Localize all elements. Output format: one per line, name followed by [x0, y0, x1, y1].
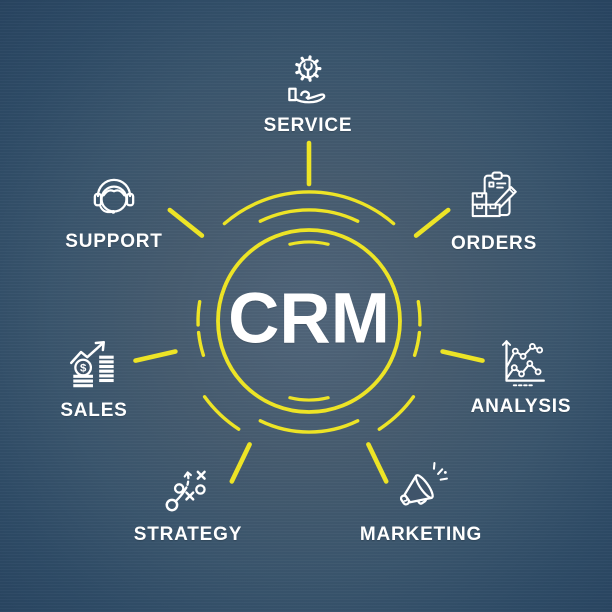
node-label: STRATEGY [133, 524, 243, 545]
spoke-support [167, 207, 205, 238]
gear-wrench-hand-icon [288, 55, 326, 104]
line-chart-icon [501, 340, 545, 387]
hub-inner-arcs [288, 240, 330, 402]
node-support: SUPPORT [29, 168, 199, 253]
hub-outer-arcs [202, 190, 416, 431]
megaphone-icon [399, 462, 448, 506]
hub-circle [216, 228, 402, 414]
spoke-strategy [229, 442, 252, 484]
spoke-lines [133, 140, 485, 484]
spoke-marketing [366, 442, 389, 484]
headset-agent-icon [93, 178, 135, 214]
node-label: ANALYSIS [470, 396, 572, 417]
node-marketing: MARKETING [336, 461, 506, 546]
spoke-orders [413, 207, 451, 238]
node-analysis: ANALYSIS [436, 333, 606, 418]
spoke-sales [133, 349, 178, 363]
svg-text:$: $ [80, 363, 87, 375]
node-strategy: STRATEGY [103, 461, 273, 546]
node-label: MARKETING [359, 524, 483, 545]
coins-growth-icon: $ [69, 340, 114, 388]
node-label: SUPPORT [65, 231, 163, 252]
tactics-plan-icon [165, 470, 206, 512]
spoke-analysis [440, 349, 485, 363]
node-label: SALES [60, 400, 128, 421]
node-label: ORDERS [450, 233, 538, 254]
clipboard-boxes-pencil-icon [471, 171, 517, 218]
node-service: SERVICE [223, 52, 393, 137]
hub-middle-arcs [196, 208, 422, 434]
node-sales: $ SALES [9, 337, 179, 422]
hub-title: CRM [228, 279, 390, 359]
node-label: SERVICE [263, 115, 353, 136]
node-orders: ORDERS [409, 170, 579, 255]
